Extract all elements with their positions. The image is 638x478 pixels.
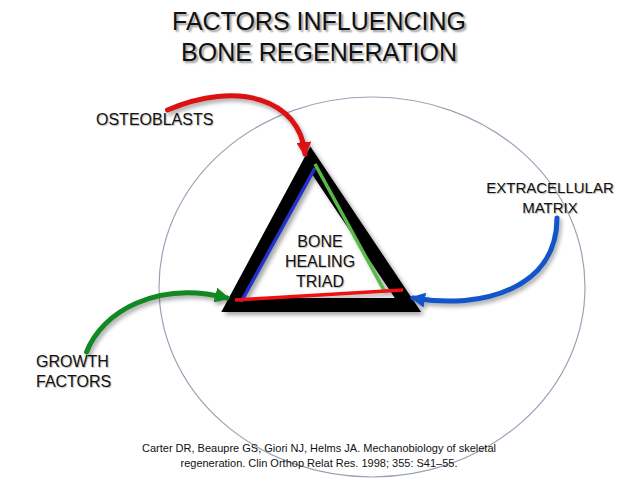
triangle-frame — [233, 160, 408, 305]
triangle-outline — [225, 150, 415, 315]
curved-arrow — [413, 218, 557, 301]
green-side — [315, 164, 385, 292]
factor-label: GROWTH FACTORS — [36, 352, 128, 392]
red-side — [235, 290, 403, 300]
factor-label: OSTEOBLASTS — [96, 110, 226, 130]
diagram-title: FACTORS INFLUENCING BONE REGENERATION — [139, 6, 499, 68]
triad-label: BONE HEALING TRIAD — [275, 232, 365, 292]
curved-arrow — [87, 293, 227, 352]
reference-caption: Carter DR, Beaupre GS, Giori NJ, Helms J… — [109, 441, 529, 471]
factor-label: EXTRACELLULAR MATRIX — [480, 178, 620, 218]
curved-arrow — [168, 96, 306, 154]
label-node: GROWTH FACTORS — [36, 352, 128, 392]
enclosing-circle — [159, 97, 585, 477]
triangle-node: BONE HEALING TRIAD — [225, 150, 415, 315]
label-node: EXTRACELLULAR MATRIX — [480, 178, 620, 218]
label-node: OSTEOBLASTS — [96, 110, 226, 130]
